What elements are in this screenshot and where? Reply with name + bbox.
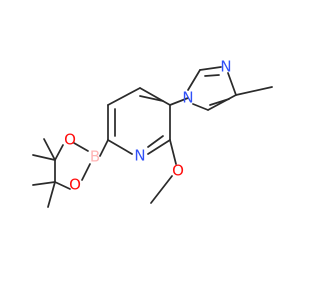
bond-imidazole-c2-n3 [199, 66, 222, 71]
pinacol-boronate [32, 138, 109, 208]
pyridine-nitrogen-label: N [134, 147, 145, 165]
bond-pyridine-n1-c2 [147, 139, 171, 155]
pyridine-ring [107, 87, 171, 155]
bond-pyridine-double-n1-c2-inner [147, 135, 164, 148]
bond-imidazole-n3-c4 [227, 72, 237, 96]
boronate-oxygen-bottom-label: O [69, 176, 81, 194]
bond-imidazole-c5-n1 [192, 103, 209, 111]
bond-pyridine-c4-c5 [107, 87, 141, 106]
imidazole-ring [169, 66, 273, 111]
bond-pinacol-methyl-3 [32, 181, 56, 186]
bond-boron-oxygen-top [73, 142, 89, 152]
bond-pinacol-methyl-4 [47, 181, 56, 208]
bond-oxygen-bottom-carbon [54, 181, 71, 190]
bond-c6-boron [99, 139, 109, 157]
bond-imidazole-double-c2-n3-inner [204, 74, 220, 77]
bond-oxygen-top-carbon [54, 144, 64, 161]
bond-pyridine-c6-n1 [107, 139, 133, 155]
bond-imidazole-n1-c2 [187, 69, 201, 91]
imidazole-nitrogen-1-label: N [182, 89, 193, 107]
boron-label: B [90, 148, 100, 166]
molecule-canvas: N O N N B O O [32, 57, 273, 208]
bond-imidazole-methyl [235, 86, 273, 96]
bond-imidazole-double-c4-c5-inner [209, 98, 230, 106]
bond-boron-oxygen-bottom [81, 163, 91, 181]
bond-methoxy-oxygen-methyl [150, 175, 173, 204]
bond-pyridine-double-c3-c4-inner [139, 95, 164, 102]
bond-imidazole-c4-c5 [207, 94, 237, 111]
methoxy-oxygen-label: O [172, 162, 184, 180]
imidazole-nitrogen-3-label: N [220, 58, 231, 76]
bond-pyridine-c3-c4 [139, 87, 171, 106]
bond-pinacol-methyl-1 [32, 154, 56, 161]
methoxy-group [150, 139, 177, 204]
molecule-structure: N O N N B O O [32, 58, 273, 208]
boronate-oxygen-top-label: O [64, 131, 76, 149]
bond-c2-methoxy-oxygen [169, 139, 177, 165]
bond-pyridine-to-imidazole [169, 97, 189, 106]
bond-pinacol-methyl-2 [43, 138, 56, 161]
